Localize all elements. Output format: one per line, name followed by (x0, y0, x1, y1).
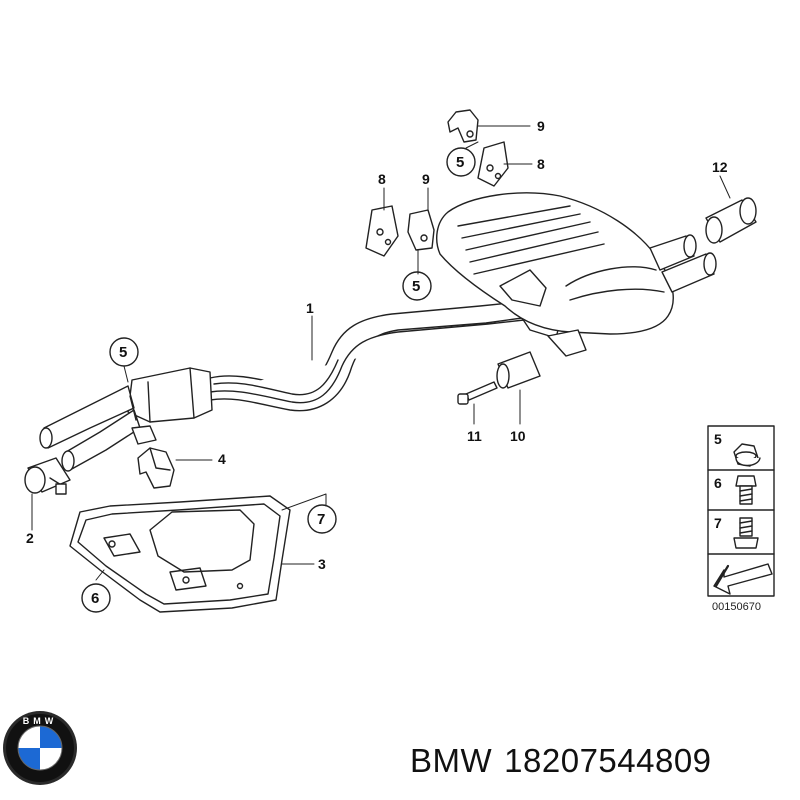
rubber-mount-upper (477, 141, 509, 187)
legend-label-6: 6 (714, 475, 722, 491)
leader-lines (31, 125, 731, 581)
callout-11: 11 (467, 428, 482, 444)
drawing-reference: 00150670 (712, 601, 761, 613)
legend-label-5: 5 (714, 431, 722, 447)
bracket-left (407, 209, 435, 251)
collar-bolt-icon (733, 517, 759, 549)
circled-7: 7 (317, 511, 325, 528)
callout-3: 3 (318, 556, 326, 572)
callout-circles (81, 147, 476, 613)
callout-8-upper: 8 (537, 156, 545, 172)
heat-shield-plate (69, 495, 291, 613)
bracket-upper (447, 109, 479, 143)
rear-muffler (436, 192, 717, 357)
rubber-mount-left (365, 205, 399, 257)
exhaust-holder (137, 447, 175, 489)
brand-part-number: BMW 18207544809 (410, 742, 724, 780)
hex-bolt (457, 381, 498, 405)
pipe-clamp (24, 457, 71, 495)
callout-9-upper: 9 (537, 118, 545, 134)
circled-5-upper: 5 (456, 154, 464, 171)
flange-nut-icon (733, 443, 761, 467)
part-number: 18207544809 (504, 742, 712, 779)
circled-6: 6 (91, 590, 99, 607)
legend-label-7: 7 (714, 515, 722, 531)
callout-2: 2 (26, 530, 34, 546)
bolt-icon (735, 475, 757, 505)
brand-name: BMW (410, 742, 493, 779)
callout-10: 10 (510, 428, 526, 444)
callout-4: 4 (218, 451, 226, 467)
callout-1: 1 (306, 300, 314, 316)
callout-8-left: 8 (378, 171, 386, 187)
callout-labels: 1 2 3 4 8 9 9 8 10 11 12 5 5 5 6 7 5 6 7… (26, 118, 761, 613)
callout-12: 12 (712, 159, 728, 175)
rubber-buffer (496, 351, 541, 389)
direction-arrow-icon (713, 563, 773, 595)
exhaust-pipe (39, 299, 561, 472)
bmw-roundel-logo: BMW (3, 711, 77, 785)
bmw-roundel-letters: BMW (23, 716, 58, 726)
circled-5-middle: 5 (412, 278, 420, 295)
tailpipe-trim (705, 197, 757, 244)
callout-9-left: 9 (422, 171, 430, 187)
circled-5-left: 5 (119, 344, 127, 361)
